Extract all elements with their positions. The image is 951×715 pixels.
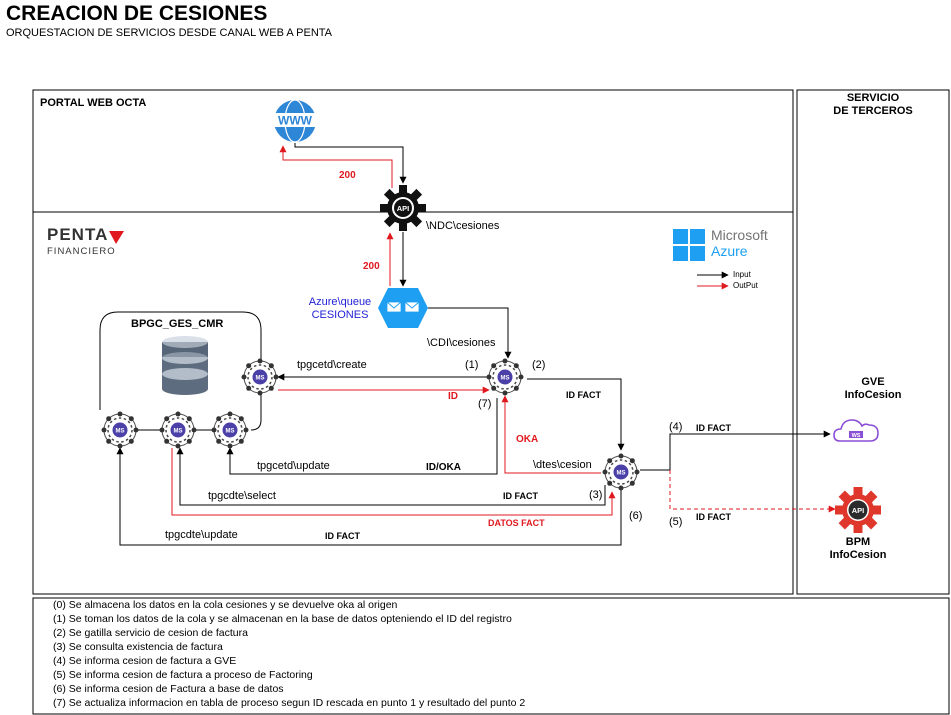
id-fact-label-4: ID FACT (696, 423, 731, 433)
step-1-label: (1) (465, 359, 479, 371)
step-3-label: (3) (589, 489, 603, 501)
terceros-zone-label-2: DE TERCEROS (833, 105, 913, 117)
ms-node-dtes (601, 452, 641, 492)
tpgcetd-create-label: tpgcetd\create (297, 359, 367, 371)
api-gateway-icon: API (380, 185, 426, 231)
id-fact-label-3: ID FACT (503, 491, 538, 501)
db-name: BPGC_GES_CMR (131, 318, 224, 330)
id-label: ID (448, 391, 458, 402)
tpgcetd-update-label: tpgcetd\update (257, 460, 330, 472)
portal-zone-label: PORTAL WEB OCTA (40, 97, 147, 109)
tpgcdte-update-label: tpgcdte\update (165, 529, 238, 541)
azure-queue-icon (378, 288, 428, 328)
note-item: (7) Se actualiza informacion en tabla de… (53, 697, 526, 709)
note-item: (4) Se informa cesion de factura a GVE (53, 655, 237, 667)
notes-box (32, 597, 950, 715)
gve-label-1: GVE (861, 376, 885, 388)
note-item: (3) Se consulta existencia de factura (53, 641, 223, 653)
ms-node-cdi (485, 357, 525, 397)
ndc-endpoint-label: \NDC\cesiones (426, 220, 500, 232)
queue-label-1: Azure\queue (308, 296, 372, 308)
note-item: (0) Se almacena los datos en la cola ces… (53, 599, 398, 611)
step-4-label: (4) (669, 421, 683, 433)
bpm-api-icon: API (835, 487, 881, 533)
queue-label-2: CESIONES (311, 309, 369, 321)
id-oka-label: ID/OKA (426, 462, 461, 473)
step-7-label: (7) (478, 398, 492, 410)
ms-node-left (100, 410, 140, 450)
ms-node-update (210, 410, 250, 450)
id-fact-label-6: ID FACT (325, 531, 360, 541)
step-2-label: (2) (532, 359, 546, 371)
svg-text:API: API (852, 506, 865, 515)
bpm-label-2: InfoCesion (829, 549, 887, 561)
step-6-label: (6) (629, 510, 643, 522)
ms-node-select (158, 410, 198, 450)
legend-output: OutPut (733, 281, 758, 290)
svg-text:WS: WS (852, 433, 861, 439)
datos-fact-label: DATOS FACT (488, 518, 545, 528)
www-icon: WWW (271, 99, 319, 143)
page-subtitle: ORQUESTACION DE SERVICIOS DESDE CANAL WE… (6, 27, 332, 39)
page-title: CREACION DE CESIONES (6, 2, 268, 25)
note-item: (2) Se gatilla servicio de cesion de fac… (53, 627, 248, 639)
step-5-label: (5) (669, 516, 683, 528)
azure-brand-2: Azure (711, 243, 748, 259)
note-item: (1) Se toman los datos de la cola y se a… (53, 613, 512, 625)
note-item: (6) Se informa cesion de Factura a base … (53, 683, 284, 695)
penta-logo-mark (109, 231, 124, 244)
database-icon (162, 336, 208, 395)
svg-text:API: API (397, 204, 410, 213)
notes-list: (0) Se almacena los datos en la cola ces… (33, 598, 949, 714)
gve-label-2: InfoCesion (844, 389, 902, 401)
tpgcdte-select-label: tpgcdte\select (208, 490, 276, 502)
db-container (99, 311, 262, 431)
terceros-zone (796, 89, 950, 595)
gve-cloud-icon: WS (833, 419, 879, 442)
note-item: (5) Se informa cesion de factura a proce… (53, 669, 313, 681)
id-fact-label-5: ID FACT (696, 512, 731, 522)
id-fact-label-2: ID FACT (566, 390, 601, 400)
penta-logo-sub: FINANCIERO (47, 246, 116, 257)
azure-windows-icon (673, 229, 705, 261)
ms-node-create (240, 357, 280, 397)
cdi-endpoint-label: \CDI\cesiones (427, 337, 496, 349)
svg-text:WWW: WWW (278, 114, 313, 128)
response-200-queue: 200 (363, 261, 380, 272)
penta-zone (32, 211, 794, 595)
dtes-endpoint-label: \dtes\cesion (533, 459, 592, 471)
terceros-zone-label-1: SERVICIO (846, 92, 900, 104)
legend-input: Input (733, 270, 751, 279)
penta-logo: PENTA (47, 225, 109, 244)
bpm-label-1: BPM (845, 536, 871, 548)
response-200-portal: 200 (339, 170, 356, 181)
oka-label: OKA (516, 434, 539, 445)
azure-brand-1: Microsoft (711, 227, 768, 243)
